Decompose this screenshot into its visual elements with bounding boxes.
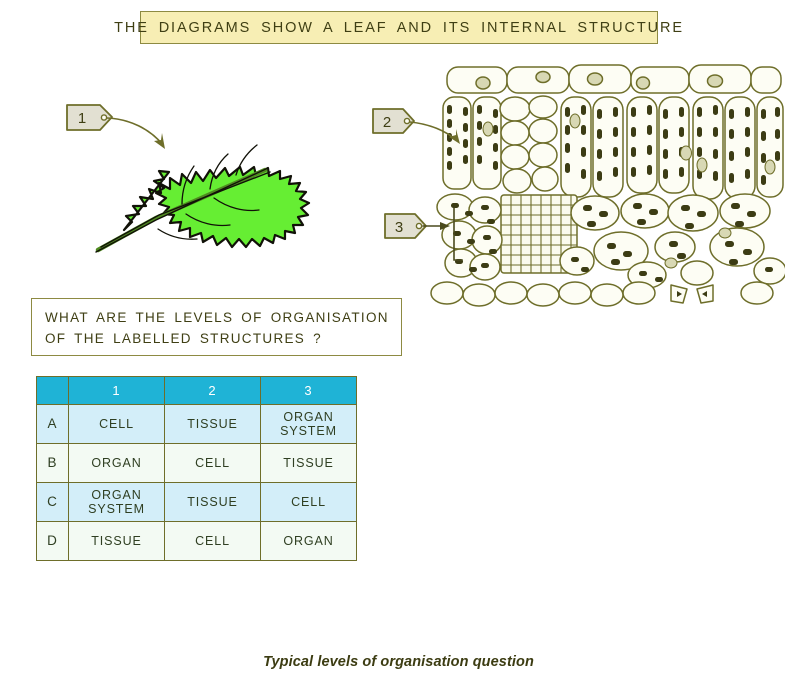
header-col-3: 3 bbox=[260, 376, 357, 405]
label-tag-3-group[interactable]: 3 bbox=[382, 185, 502, 268]
question-line-1: WHAT ARE THE LEVELS OF ORGANISATION bbox=[45, 310, 389, 325]
option-cell: CELL bbox=[260, 482, 357, 522]
tag-1-number: 1 bbox=[78, 110, 86, 127]
lower-epidermis-layer bbox=[430, 281, 774, 307]
option-cell: CELL bbox=[68, 404, 165, 444]
title-text: THE DIAGRAMS SHOW A LEAF AND ITS INTERNA… bbox=[114, 19, 684, 36]
leaf-veins-lower bbox=[157, 197, 260, 240]
option-letter: C bbox=[36, 482, 69, 522]
label-tag-3-svg: 3 bbox=[384, 185, 463, 261]
option-letter: A bbox=[36, 404, 69, 444]
option-letter: D bbox=[36, 521, 69, 561]
leaf-midrib-outline-2 bbox=[100, 171, 271, 248]
label-tag-1-svg: 1 bbox=[66, 104, 165, 149]
option-letter: B bbox=[36, 443, 69, 483]
tag-2-shape bbox=[372, 108, 415, 134]
upper-epidermis-layer bbox=[446, 64, 782, 94]
tag-3-shape bbox=[384, 213, 427, 239]
tag-2-hole bbox=[403, 117, 411, 125]
stomata bbox=[670, 284, 714, 304]
option-cell: ORGAN bbox=[260, 521, 357, 561]
upper-air-spaces bbox=[499, 95, 559, 194]
label-tag-1-group[interactable]: 1 bbox=[64, 99, 214, 157]
table-header-row: 1 2 3 bbox=[36, 376, 357, 405]
leaf-veins-upper bbox=[181, 144, 258, 205]
option-cell: TISSUE bbox=[164, 404, 261, 444]
tag-1-arrow-head bbox=[154, 133, 165, 149]
tag-3-number: 3 bbox=[395, 219, 403, 236]
leaf-cross-section-diagram bbox=[425, 55, 787, 315]
tag-3-range-bracket bbox=[453, 185, 463, 261]
leaf-blade-shape bbox=[122, 165, 311, 249]
cross-section-svg bbox=[430, 64, 787, 307]
tag-1-shape bbox=[66, 104, 113, 131]
leaf-svg bbox=[95, 144, 311, 253]
header-col-1: 1 bbox=[68, 376, 165, 405]
question-box: WHAT ARE THE LEVELS OF ORGANISATION OF T… bbox=[31, 298, 402, 356]
tag-2-number: 2 bbox=[383, 114, 391, 131]
option-cell: ORGAN bbox=[68, 443, 165, 483]
tag-1-hole bbox=[100, 114, 108, 121]
option-cell: TISSUE bbox=[164, 482, 261, 522]
tag-2-arrow-line bbox=[409, 121, 457, 141]
spongy-nuclei bbox=[664, 227, 732, 269]
tag-3-hole bbox=[415, 222, 423, 230]
header-col-2: 2 bbox=[164, 376, 261, 405]
palisade-chloroplasts bbox=[447, 105, 780, 185]
tag-2-arrow-head bbox=[449, 129, 460, 144]
option-cell: TISSUE bbox=[260, 443, 357, 483]
option-cell: CELL bbox=[164, 443, 261, 483]
table-row[interactable]: B ORGAN CELL TISSUE bbox=[36, 443, 357, 483]
figure-caption: Typical levels of organisation question bbox=[263, 654, 534, 670]
question-line-2: OF THE LABELLED STRUCTURES ? bbox=[45, 331, 322, 346]
header-corner bbox=[36, 376, 69, 405]
title-banner: THE DIAGRAMS SHOW A LEAF AND ITS INTERNA… bbox=[114, 11, 682, 44]
leaf-midrib-outline bbox=[95, 167, 269, 253]
spongy-chloroplasts bbox=[451, 203, 773, 282]
table-row[interactable]: D TISSUE CELL ORGAN bbox=[36, 521, 357, 561]
label-tag-2-svg: 2 bbox=[372, 108, 460, 144]
option-cell: CELL bbox=[164, 521, 261, 561]
option-cell: TISSUE bbox=[68, 521, 165, 561]
leaf-diagram bbox=[60, 88, 360, 268]
label-tag-2-group[interactable]: 2 bbox=[370, 105, 500, 153]
tag-3-arrow-head bbox=[440, 222, 450, 230]
